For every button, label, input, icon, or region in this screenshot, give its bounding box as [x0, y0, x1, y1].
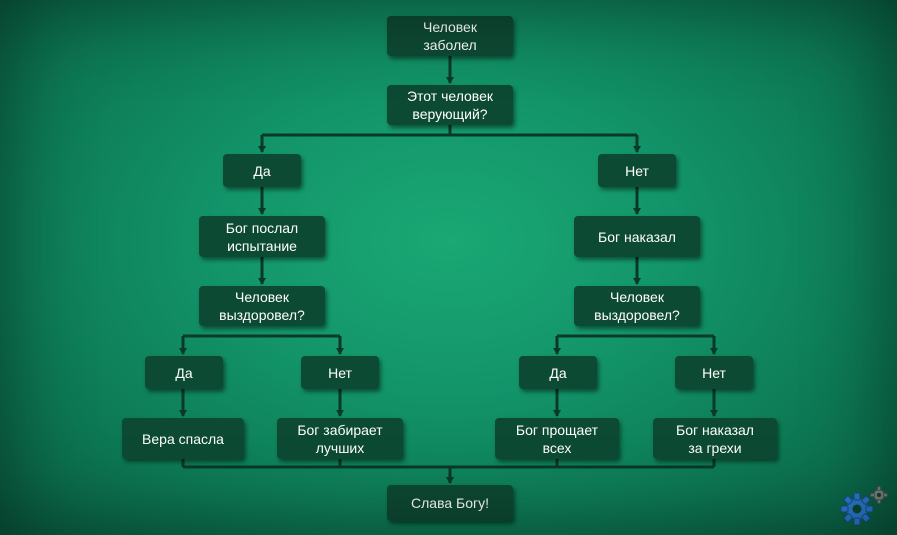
node-takes-best-label: Бог забирает лучших [297, 421, 383, 456]
node-yes-left: Да [223, 154, 301, 187]
node-no-rr-label: Нет [702, 364, 726, 381]
node-no-rr: Нет [675, 356, 753, 389]
node-yes-ll-label: Да [175, 364, 193, 381]
node-faith-saved-label: Вера спасла [142, 430, 224, 447]
node-start: Человек заболел [387, 16, 513, 56]
node-forgives-all: Бог прощает всех [495, 418, 619, 459]
gears-icon[interactable] [839, 485, 889, 527]
node-takes-best: Бог забирает лучших [277, 418, 403, 459]
node-believer-question-label: Этот человек верующий? [406, 88, 494, 122]
node-glory-label: Слава Богу! [411, 495, 489, 511]
node-recovered-question-right-label: Человек выздоровел? [594, 289, 680, 323]
node-no-lr-label: Нет [328, 364, 352, 381]
node-punished-sins-label: Бог наказал за грехи [676, 421, 754, 456]
node-test-label: Бог послал испытание [225, 219, 299, 254]
node-no-right: Нет [598, 154, 676, 187]
node-punished: Бог наказал [574, 216, 700, 257]
node-yes-left-label: Да [253, 162, 271, 179]
node-start-label: Человек заболел [423, 19, 477, 53]
node-yes-ll: Да [145, 356, 223, 389]
node-test: Бог послал испытание [199, 216, 325, 257]
node-punished-sins: Бог наказал за грехи [653, 418, 777, 459]
node-recovered-question-right: Человек выздоровел? [574, 286, 700, 326]
node-punished-label: Бог наказал [598, 228, 676, 245]
node-yes-rl-label: Да [549, 364, 567, 381]
node-recovered-question-left-label: Человек выздоровел? [219, 289, 305, 323]
node-believer-question: Этот человек верующий? [387, 85, 513, 125]
node-forgives-all-label: Бог прощает всех [515, 421, 599, 456]
node-yes-rl: Да [519, 356, 597, 389]
node-recovered-question-left: Человек выздоровел? [199, 286, 325, 326]
node-no-lr: Нет [301, 356, 379, 389]
node-glory: Слава Богу! [387, 485, 513, 521]
node-no-right-label: Нет [625, 162, 649, 179]
node-faith-saved: Вера спасла [122, 418, 244, 459]
